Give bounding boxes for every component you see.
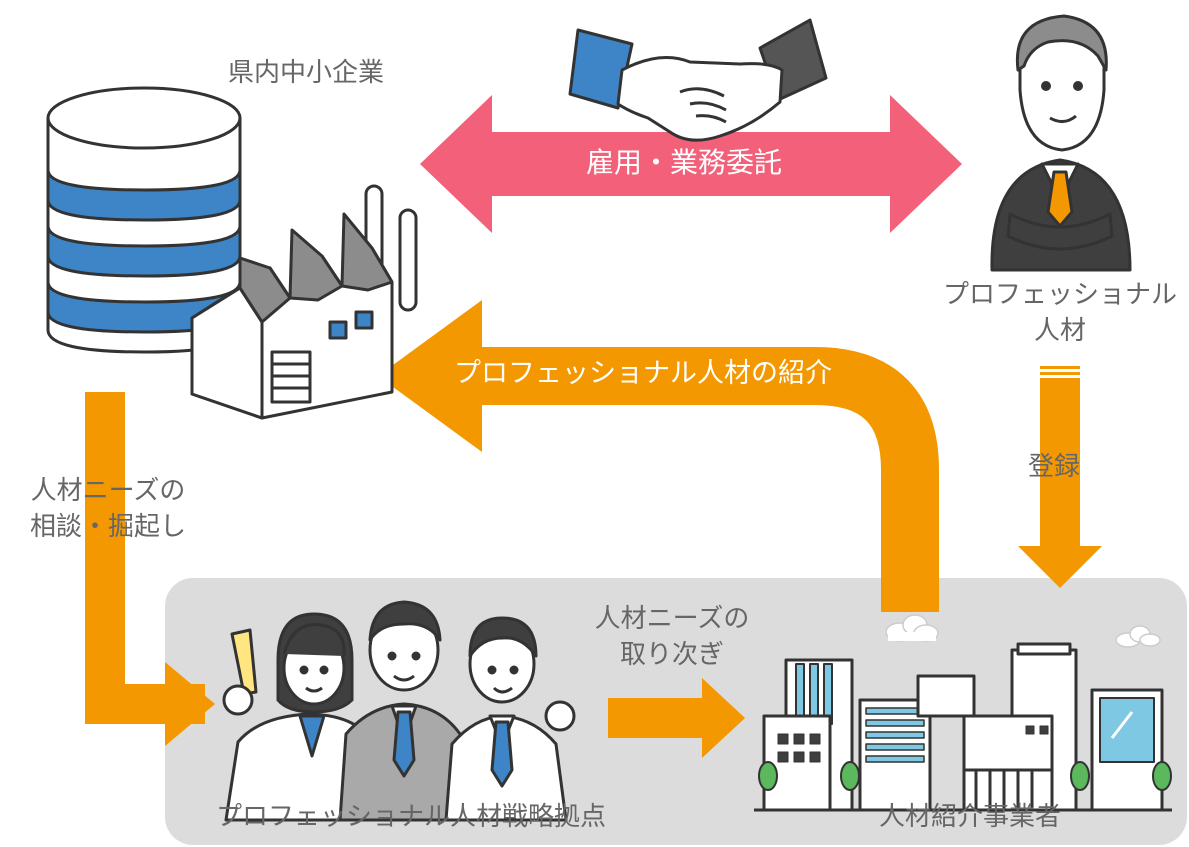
introduction-label: プロフェッショナル人材の紹介 bbox=[454, 358, 832, 389]
needs-relay-label-line2: 取り次ぎ bbox=[619, 640, 724, 670]
needs-relay-label-line1: 人材ニーズの bbox=[594, 604, 750, 634]
employment-arrow bbox=[420, 95, 962, 233]
strategy-team-icon bbox=[222, 600, 576, 822]
tree-icon bbox=[758, 761, 1172, 791]
agency-buildings-icon bbox=[754, 625, 1172, 812]
registration-label: 登録 bbox=[1028, 452, 1081, 482]
cloud-icon bbox=[885, 614, 939, 642]
handshake-icon bbox=[568, 18, 828, 142]
professional-person-icon bbox=[990, 14, 1132, 272]
professional-label-line2: 人材 bbox=[1033, 316, 1086, 346]
employment-label: 雇用・業務委託 bbox=[586, 146, 783, 179]
introduction-arrow bbox=[378, 300, 939, 642]
needs-consult-label-line1: 人材ニーズの bbox=[30, 476, 186, 506]
company-building-icon bbox=[46, 86, 418, 420]
professional-label-line1: プロフェッショナル bbox=[942, 280, 1177, 310]
registration-arrow bbox=[1018, 366, 1102, 588]
strategy-hub-label: プロフェッショナル人材戦略拠点 bbox=[215, 802, 606, 832]
company-label: 県内中小企業 bbox=[228, 58, 385, 88]
needs-consult-label-line2: 相談・掘起し bbox=[29, 512, 186, 542]
agency-label: 人材紹介事業者 bbox=[878, 802, 1061, 832]
cloud-icon bbox=[1115, 625, 1161, 648]
needs-relay-arrow bbox=[608, 678, 745, 758]
needs-consult-arrow bbox=[85, 392, 215, 746]
